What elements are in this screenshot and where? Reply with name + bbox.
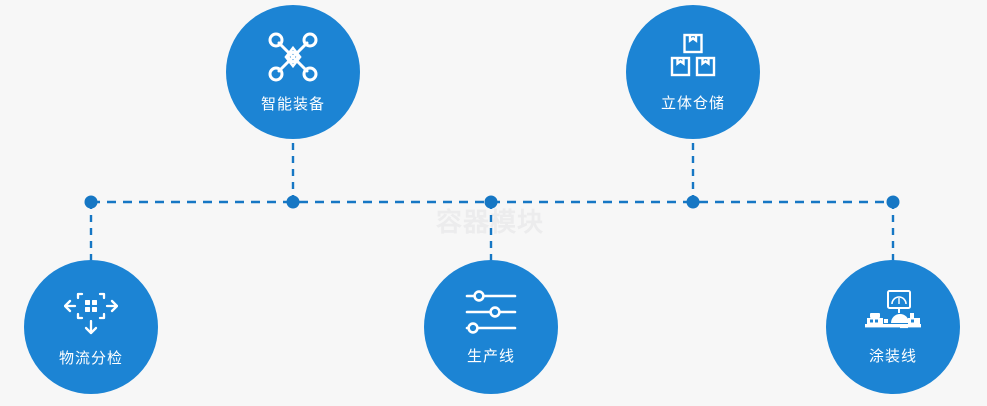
node-label-equipment: 智能装备 <box>260 95 325 113</box>
junction-dot-production-line[interactable] <box>484 195 498 209</box>
node-label-warehouse: 立体仓储 <box>660 94 725 112</box>
node-warehouse[interactable]: 立体仓储 <box>626 5 760 139</box>
junction-dot-painting-line[interactable] <box>886 195 900 209</box>
junction-dot-warehouse[interactable] <box>686 195 700 209</box>
watermark-text: 容器模块 <box>430 202 550 239</box>
junction-dot-sorting[interactable] <box>84 195 98 209</box>
factory-machine-icon <box>864 289 922 335</box>
junction-dot-equipment[interactable] <box>286 195 300 209</box>
stacked-boxes-icon <box>668 32 718 82</box>
node-equipment[interactable]: 智能装备 <box>226 5 360 139</box>
sorting-arrows-icon <box>63 287 119 337</box>
network-nodes-icon <box>267 31 319 83</box>
node-label-sorting: 物流分检 <box>58 349 123 367</box>
node-painting-line[interactable]: 涂装线 <box>826 260 960 394</box>
node-label-painting-line: 涂装线 <box>868 347 917 365</box>
node-production-line[interactable]: 生产线 <box>424 260 558 394</box>
sliders-icon <box>465 289 517 335</box>
node-sorting[interactable]: 物流分检 <box>24 260 158 394</box>
node-label-production-line: 生产线 <box>466 347 515 365</box>
